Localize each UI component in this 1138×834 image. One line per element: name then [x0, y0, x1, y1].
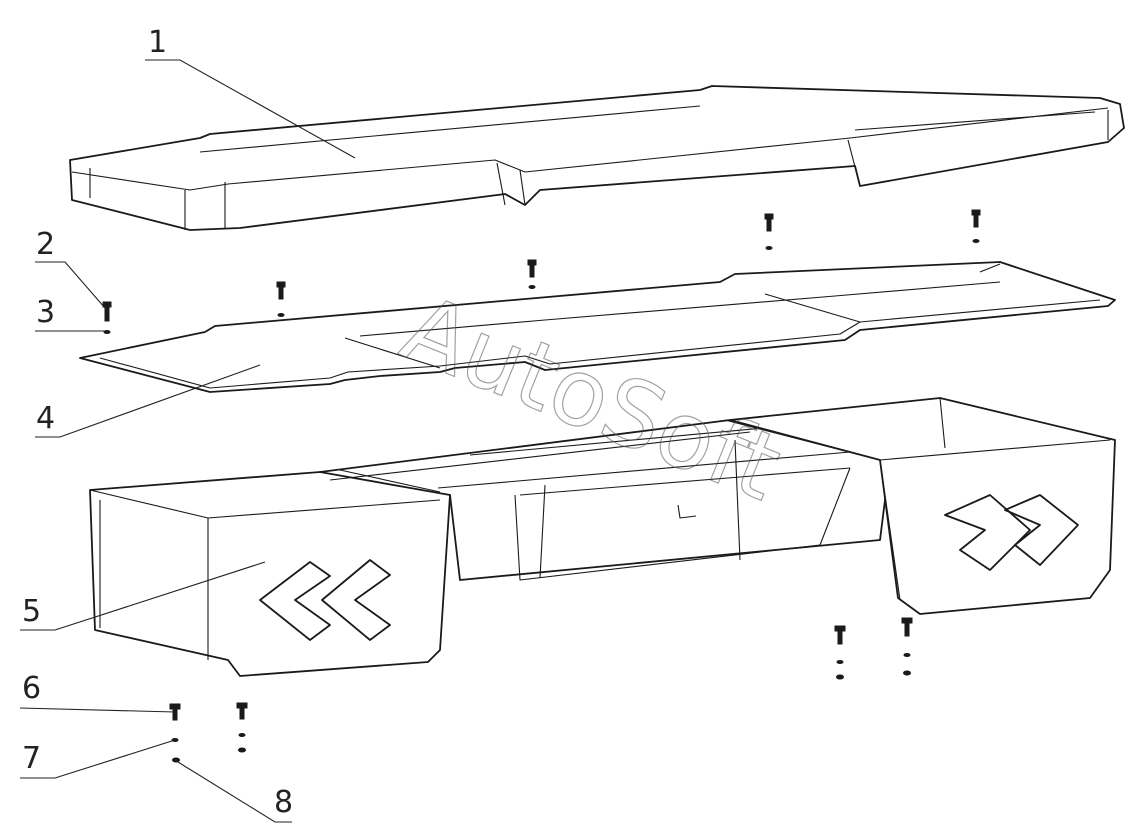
callout-7: 7 [22, 741, 41, 776]
part-5-tray [89, 397, 1116, 677]
callout-2: 2 [36, 227, 55, 262]
bolt-icon [276, 281, 286, 317]
callout-6: 6 [22, 671, 41, 706]
part-1-cover [69, 85, 1125, 231]
bolt-icon [527, 259, 537, 289]
fasteners [102, 209, 981, 763]
callout-5: 5 [22, 594, 41, 629]
bolt-icon [102, 301, 112, 334]
screw-icon [901, 617, 913, 676]
callout-8: 8 [274, 785, 293, 820]
screw-icon [169, 703, 181, 763]
screw-icon [834, 625, 846, 680]
callout-1: 1 [148, 25, 167, 60]
screw-icon [236, 702, 248, 753]
bolt-icon [971, 209, 981, 243]
callouts: 1 2 3 4 5 6 7 8 [19, 25, 356, 823]
part-4-plate [79, 261, 1116, 393]
bolt-icon [764, 213, 774, 250]
callout-4: 4 [36, 401, 55, 436]
callout-3: 3 [36, 295, 55, 330]
